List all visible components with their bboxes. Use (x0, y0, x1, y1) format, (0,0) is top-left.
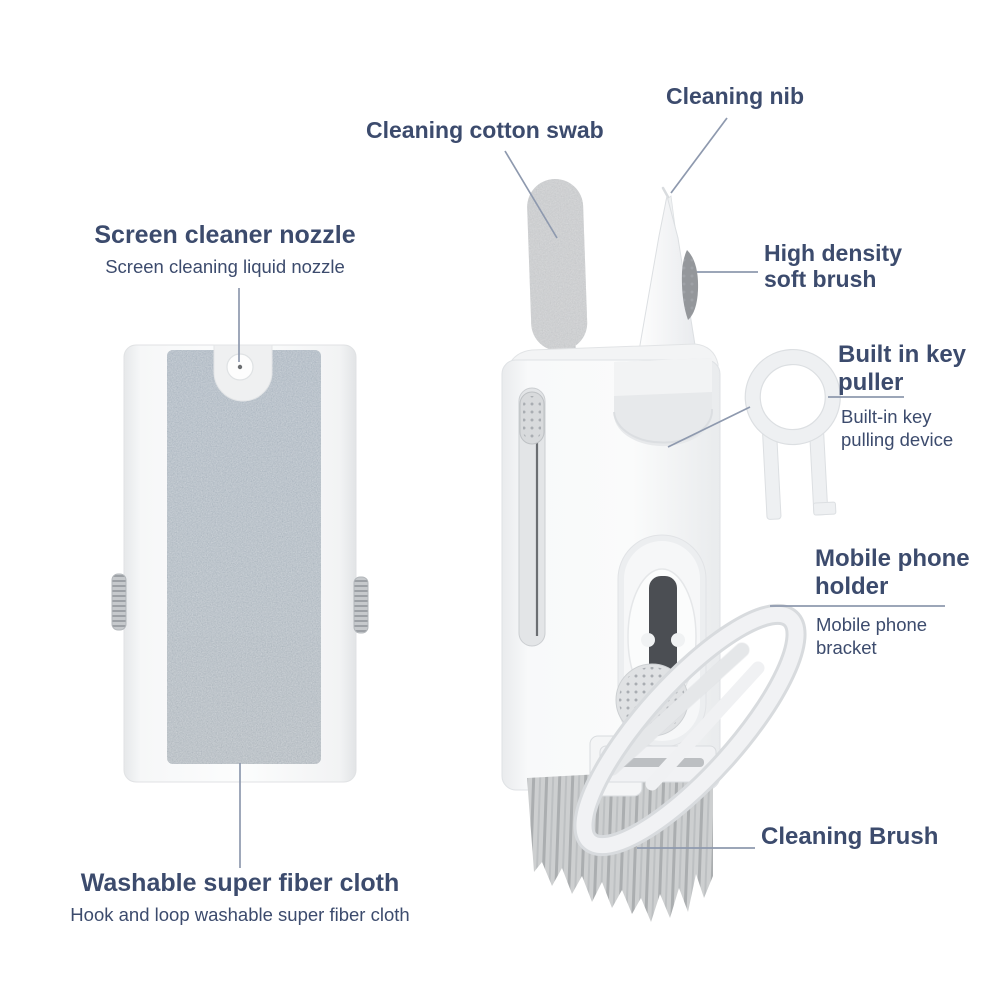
label-built-in-key-puller: Built in key puller (838, 341, 967, 396)
label-screen-cleaner-nozzle: Screen cleaner nozzle (94, 221, 356, 249)
left-side-tab (111, 573, 127, 631)
key-puller-tool (744, 348, 841, 520)
cleaning-pen (639, 186, 699, 362)
label-high-density-soft-brush: High density soft brush (764, 240, 903, 293)
sublabel-washable-super-fiber-cloth: Hook and loop washable super fiber cloth (70, 904, 410, 925)
spray-nozzle-hole (237, 364, 243, 370)
leader-cotton-swab (504, 150, 558, 239)
side-slider (518, 387, 546, 647)
right-side-tab (353, 576, 369, 634)
screen-cleaner-device (111, 344, 369, 783)
label-cleaning-nib: Cleaning nib (666, 83, 804, 109)
sublabel-built-in-key-puller: Built-in key pulling device (841, 406, 954, 450)
phone-holder-loop (573, 603, 807, 857)
sublabel-screen-cleaner-nozzle: Screen cleaning liquid nozzle (105, 256, 345, 277)
label-cleaning-cotton-swab: Cleaning cotton swab (366, 117, 604, 143)
leader-key-puller (667, 406, 751, 448)
fiber-cloth-panel (167, 350, 321, 764)
label-washable-super-fiber-cloth: Washable super fiber cloth (80, 869, 400, 897)
multi-cleaner-device (501, 178, 807, 922)
sublabel-mobile-phone-holder: Mobile phone bracket (816, 614, 928, 658)
leader-lines (238, 117, 945, 868)
leader-cleaning-nib (670, 117, 728, 194)
cotton-swab (526, 178, 589, 383)
label-cleaning-brush: Cleaning Brush (761, 823, 939, 850)
label-mobile-phone-holder: Mobile phone holder (815, 545, 970, 600)
